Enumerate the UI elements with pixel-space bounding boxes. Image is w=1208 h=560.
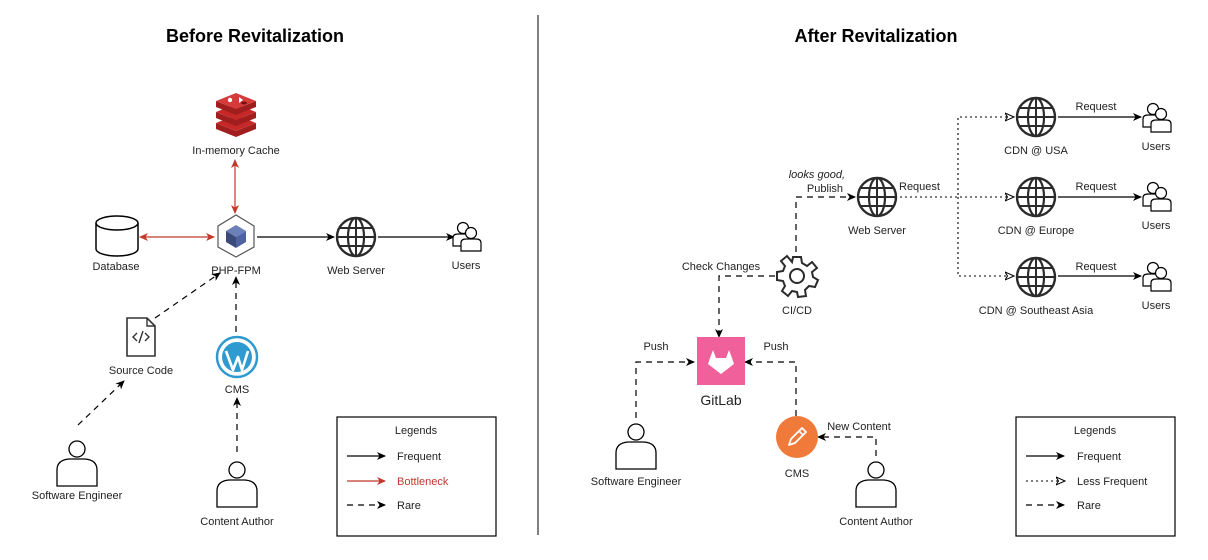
legend-before-title: Legends (395, 425, 438, 437)
webserver-globe-icon (335, 216, 377, 258)
wordpress-icon (215, 335, 259, 379)
cms-pencil-icon (776, 416, 818, 458)
label-users-usa: Users (1142, 141, 1171, 153)
title-after: After Revitalization (794, 26, 957, 46)
content-author-person-icon (216, 461, 258, 508)
after-software-engineer-person-icon (615, 423, 657, 470)
label-cache: In-memory Cache (192, 145, 279, 157)
legend-after-rare: Rare (1077, 500, 1101, 512)
label-cdn-sea: CDN @ Southeast Asia (979, 305, 1094, 317)
edge-source-phpfpm (154, 272, 221, 319)
redis-icon (216, 93, 256, 137)
label-request-webserver: Request (899, 181, 940, 193)
label-publish: Publish (807, 183, 843, 195)
label-software-engineer-before: Software Engineer (32, 490, 123, 502)
label-request-europe: Request (1076, 181, 1117, 193)
label-check-changes: Check Changes (682, 261, 761, 273)
after-content-author-person-icon (855, 461, 897, 508)
cdn-sea-globe-icon (1015, 256, 1057, 298)
edge-cicd-webserver (795, 193, 856, 252)
legend-before-frequent: Frequent (397, 451, 441, 463)
label-cicd: CI/CD (782, 305, 812, 317)
label-new-content: New Content (827, 421, 891, 433)
label-gitlab: GitLab (700, 392, 741, 408)
phpfpm-cube-icon (217, 214, 255, 258)
software-engineer-person-icon (56, 440, 98, 487)
edge-engineer-gitlab (635, 358, 695, 418)
legend-before-bottleneck: Bottleneck (397, 476, 449, 488)
title-before: Before Revitalization (166, 26, 344, 46)
source-code-file-icon (126, 317, 156, 357)
users-europe-icon (1142, 181, 1172, 212)
database-icon (95, 215, 139, 257)
label-cdn-europe: CDN @ Europe (998, 225, 1075, 237)
legend-before-rare: Rare (397, 500, 421, 512)
edge-cms-gitlab (744, 358, 797, 416)
legend-after-title: Legends (1074, 425, 1117, 437)
label-database: Database (92, 261, 139, 273)
legend-after: Legends Frequent Less Frequent Rare (1015, 416, 1176, 537)
edge-engineer-source (77, 380, 125, 426)
label-webserver-after: Web Server (848, 225, 906, 237)
edge-webserver-cdn-usa (900, 117, 1013, 198)
label-cms-after: CMS (785, 468, 809, 480)
label-source-code: Source Code (109, 365, 173, 377)
label-users-europe: Users (1142, 220, 1171, 232)
edge-webserver-cdn-sea (957, 197, 1013, 276)
legend-after-frequent: Frequent (1077, 451, 1121, 463)
label-push-left: Push (643, 341, 668, 353)
gitlab-icon (697, 337, 745, 385)
edge-author-cms-after (817, 433, 877, 456)
cdn-europe-globe-icon (1015, 176, 1057, 218)
users-sea-icon (1142, 261, 1172, 292)
label-webserver: Web Server (327, 265, 385, 277)
edge-cicd-gitlab (715, 275, 775, 338)
users-usa-icon (1142, 102, 1172, 133)
label-phpfpm: PHP-FPM (211, 265, 261, 277)
label-content-author-before: Content Author (200, 516, 274, 528)
label-software-engineer-after: Software Engineer (591, 476, 682, 488)
label-push-right: Push (763, 341, 788, 353)
legend-after-less-frequent: Less Frequent (1077, 476, 1147, 488)
label-cdn-usa: CDN @ USA (1004, 145, 1068, 157)
legend-before: Legends Frequent Bottleneck Rare (336, 416, 497, 537)
cicd-gear-icon (776, 255, 819, 298)
label-users: Users (452, 260, 481, 272)
label-users-sea: Users (1142, 300, 1171, 312)
label-request-usa: Request (1076, 101, 1117, 113)
users-icon (452, 221, 482, 252)
label-cms-before: CMS (225, 384, 249, 396)
after-webserver-globe-icon (856, 176, 898, 218)
label-request-sea: Request (1076, 261, 1117, 273)
cdn-usa-globe-icon (1015, 96, 1057, 138)
label-looks-good: looks good, (789, 169, 845, 181)
label-content-author-after: Content Author (839, 516, 913, 528)
